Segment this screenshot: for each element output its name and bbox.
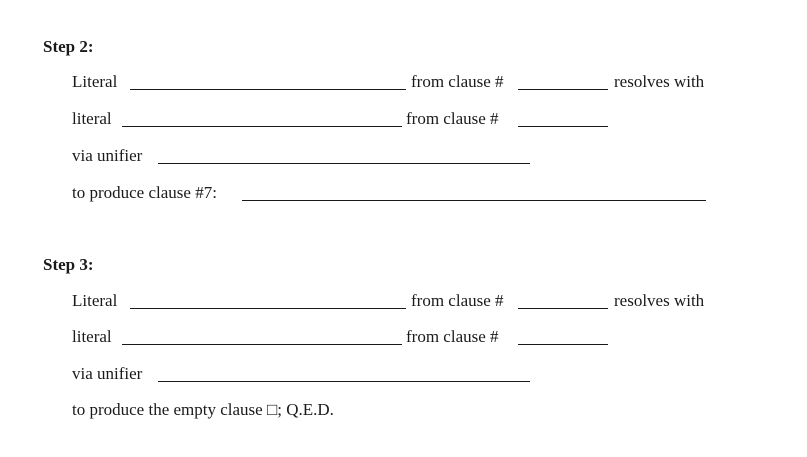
resolves-with-label: resolves with (614, 72, 705, 91)
literal-label: literal (72, 327, 112, 346)
clause-number-blank[interactable] (518, 308, 608, 309)
clause-number-blank[interactable] (518, 344, 608, 345)
literal-blank[interactable] (130, 89, 406, 90)
produced-clause-blank[interactable] (242, 200, 706, 201)
clause-number-blank[interactable] (518, 89, 608, 90)
unifier-blank[interactable] (158, 381, 530, 382)
literal-label: literal (72, 109, 112, 128)
literal-blank[interactable] (122, 344, 402, 345)
literal-blank[interactable] (130, 308, 406, 309)
from-clause-label: from clause # (406, 109, 499, 128)
step-3-heading: Step 3: (43, 255, 94, 274)
step-2-heading: Step 2: (43, 37, 94, 56)
from-clause-label: from clause # (411, 72, 504, 91)
resolves-with-label: resolves with (614, 291, 705, 310)
from-clause-label: from clause # (411, 291, 504, 310)
literal-label: Literal (72, 291, 118, 310)
unifier-blank[interactable] (158, 163, 530, 164)
from-clause-label: from clause # (406, 327, 499, 346)
literal-blank[interactable] (122, 126, 402, 127)
produce-empty-clause-text: to produce the empty clause □; Q.E.D. (72, 400, 334, 419)
via-unifier-label: via unifier (72, 146, 143, 165)
clause-number-blank[interactable] (518, 126, 608, 127)
produce-clause-label: to produce clause #7: (72, 183, 217, 202)
literal-label: Literal (72, 72, 118, 91)
via-unifier-label: via unifier (72, 364, 143, 383)
